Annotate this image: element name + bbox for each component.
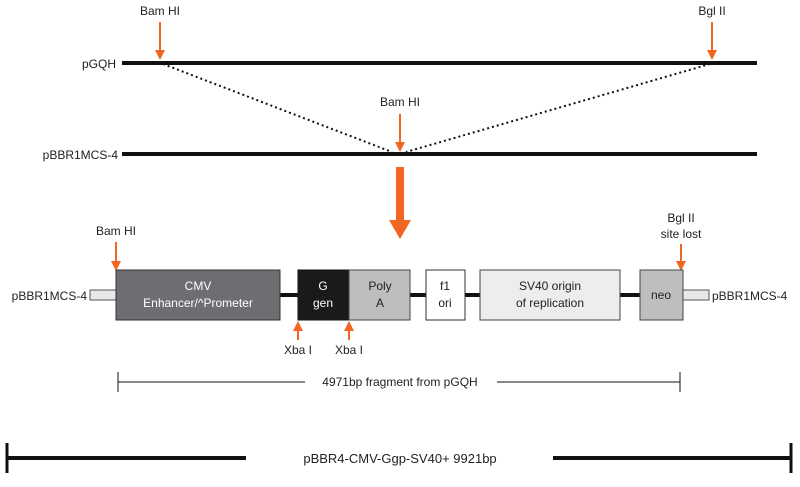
neo-label: neo [651, 288, 671, 302]
sv40-box [479, 269, 621, 321]
sv40-label-2: of replication [516, 296, 584, 310]
cmv-label-2: Enhancer/^Prometer [143, 296, 253, 310]
bamhi-top-label: Bam HI [140, 4, 180, 18]
bglii-lost-label-2: site lost [661, 227, 702, 241]
pbbr1mcs4-label: pBBR1MCS-4 [43, 148, 119, 162]
poly-a-label-1: Poly [368, 279, 391, 293]
poly-a-box [348, 269, 411, 321]
big-down-arrow-shaft [396, 167, 404, 222]
pgqh-label: pGQH [82, 57, 116, 71]
g-gen-box [297, 269, 350, 321]
left-end-label: pBBR1MCS-4 [12, 289, 88, 303]
insertion-dotted-right [405, 63, 711, 153]
bamhi-middle-label: Bam HI [380, 95, 420, 109]
final-plasmid-label: pBBR4-CMV-Ggp-SV40+ 9921bp [303, 451, 496, 466]
xba-right-label: Xba I [335, 343, 363, 357]
bglii-lost-label-1: Bgl II [667, 211, 694, 225]
right-end-cap [682, 289, 710, 301]
cmv-label-1: CMV [185, 279, 212, 293]
f1-ori-label-1: f1 [440, 279, 450, 293]
fragment-label: 4971bp fragment from pGQH [322, 375, 477, 389]
sv40-label-1: SV40 origin [519, 279, 581, 293]
left-end-cap [89, 289, 117, 301]
g-gen-label-2: gen [313, 296, 333, 310]
f1-ori-label-2: ori [438, 296, 451, 310]
poly-a-label-2: A [376, 296, 384, 310]
bamhi-result-label: Bam HI [96, 224, 136, 238]
xba-left-label: Xba I [284, 343, 312, 357]
right-end-label: pBBR1MCS-4 [712, 289, 788, 303]
g-gen-label-1: G [318, 279, 327, 293]
bglii-top-label: Bgl II [698, 4, 725, 18]
neo-box [639, 269, 684, 321]
big-down-arrow-head [389, 220, 411, 239]
insertion-dotted-left [162, 63, 393, 153]
cmv-box [115, 269, 281, 321]
f1-ori-box [425, 269, 466, 321]
